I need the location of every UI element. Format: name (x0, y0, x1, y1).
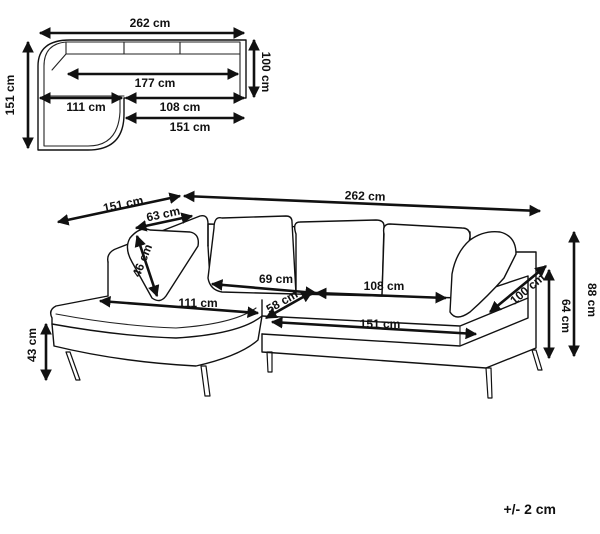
sofa-leg (485, 367, 493, 399)
back-cushions (207, 215, 471, 299)
top-view: 262 cm 100 cm 151 cm 177 cm 111 cm 108 c… (3, 16, 273, 151)
throw-pillow-right (449, 230, 517, 318)
sofa-leg (65, 351, 81, 381)
seat-151-dim (270, 316, 478, 340)
cushion-height-dim (134, 234, 160, 298)
perspective-view: 151 cm 262 cm 63 cm 46 cm 69 cm 108 cm 5… (25, 188, 599, 399)
seat-height-label: 43 cm (25, 328, 39, 362)
sofa-leg (200, 365, 211, 397)
total-width-dim (182, 190, 542, 217)
cushion-depth-dim (134, 212, 194, 232)
top-seat-label: 177 cm (135, 76, 176, 90)
chaise-111-label: 111 cm (178, 296, 217, 310)
top-chaise-label: 111 cm (66, 100, 105, 114)
top-main-seat-label: 108 cm (160, 100, 201, 114)
sofa-leg (266, 351, 273, 373)
seat-151-label: 151 cm (360, 317, 401, 331)
total-width-label: 262 cm (345, 188, 386, 203)
seat-108-label: 108 cm (364, 279, 405, 293)
height-88-label: 88 cm (585, 283, 599, 317)
top-view-outline (37, 39, 247, 151)
chaise-111-dim (98, 295, 260, 319)
top-width-label: 262 cm (130, 16, 171, 30)
chaise-length-label: 151 cm (102, 193, 145, 215)
seat-69-label: 69 cm (259, 272, 293, 286)
top-back-label: 151 cm (170, 120, 211, 134)
height-64-label: 64 cm (559, 299, 573, 333)
depth-100-dim (489, 264, 547, 314)
seat-108-dim (314, 287, 448, 304)
chaise-length-dim (56, 192, 182, 226)
tolerance-note: +/- 2 cm (503, 501, 556, 517)
top-depth-right-label: 100 cm (259, 52, 273, 93)
seat-58-dim (264, 290, 314, 320)
top-depth-left-label: 151 cm (3, 75, 17, 116)
sofa-leg (531, 349, 543, 371)
cushion-depth-label: 63 cm (145, 204, 181, 225)
